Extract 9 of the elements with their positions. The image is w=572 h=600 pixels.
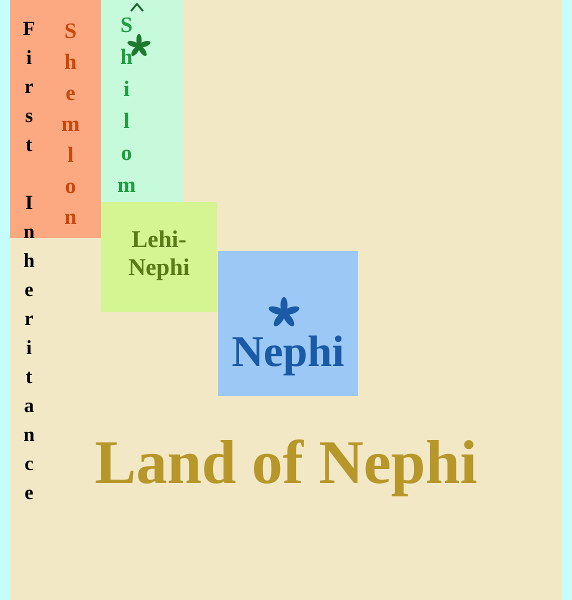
region-background [10,0,562,600]
region-background [218,251,358,396]
region-background [101,202,217,312]
region-label: Lehi-Nephi [127,227,191,282]
region-background [101,0,183,205]
region-label: Shemlon [59,18,81,235]
region-label: First Inheritance [19,18,39,511]
region-label: Nephi [230,327,346,378]
region-label: Shilom [115,12,137,204]
